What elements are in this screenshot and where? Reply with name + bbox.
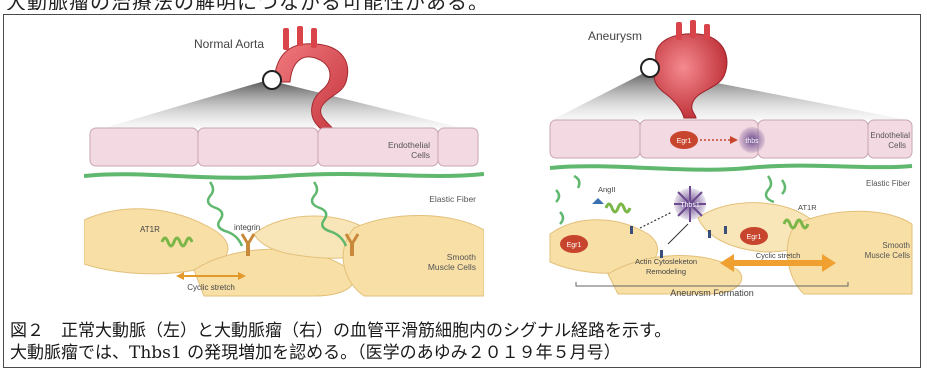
- aneurysm-formation-label: Aneurysm Formation: [670, 288, 754, 296]
- actin-label-1: Actin Cytosleketon: [635, 257, 697, 266]
- thbs1-label: Thbs1: [680, 202, 700, 209]
- aorta-branch: [690, 20, 696, 38]
- magnifier-funnel: [104, 80, 462, 128]
- figure-caption: 図２ 正常大動脈（左）と大動脈瘤（右）の血管平滑筋細胞内のシグナル経路を示す。 …: [10, 320, 910, 364]
- angii-receptor-icon: [592, 198, 630, 212]
- thbs-label-small: thbs: [745, 138, 759, 145]
- endothelial-label-2: Cells: [411, 150, 430, 160]
- egr1-label-right: Egr1: [747, 234, 762, 241]
- aorta-branch: [676, 22, 682, 40]
- endothelial-label-2: Cells: [888, 141, 906, 150]
- magnifier-lens: [641, 59, 659, 77]
- smooth-label-1: Smooth: [882, 241, 910, 250]
- endothelial-label-1: Endothelial: [388, 140, 430, 150]
- aorta-branch: [297, 26, 303, 46]
- cyclic-stretch-label: Cyclic stretch: [187, 283, 235, 292]
- smooth-label-1: Smooth: [447, 252, 477, 262]
- smooth-label-2: Muscle Cells: [428, 262, 476, 272]
- smooth-muscle-cells: [84, 209, 484, 296]
- magnifier-funnel: [552, 70, 908, 120]
- elastic-fiber: [84, 174, 484, 178]
- at1r-label: AT1R: [140, 225, 160, 234]
- smooth-label-2: Muscle Cells: [865, 251, 910, 260]
- egr1-label-top: Egr1: [677, 138, 692, 145]
- elastic-fiber-label: Elastic Fiber: [429, 194, 476, 204]
- elastic-fiber-label: Elastic Fiber: [866, 179, 910, 188]
- angii-label: AngII: [598, 185, 616, 194]
- endothelial-label-1: Endothelial: [870, 131, 910, 140]
- smooth-muscle-cells: [550, 203, 912, 294]
- caption-line-1: 図２ 正常大動脈（左）と大動脈瘤（右）の血管平滑筋細胞内のシグナル経路を示す。: [10, 320, 910, 342]
- header-fragment: 大動脈瘤の治療法の解明につながる可能性がある。: [0, 0, 927, 10]
- egr1-label-left: Egr1: [567, 242, 582, 249]
- normal-aorta-title: Normal Aorta: [194, 37, 264, 51]
- normal-aorta-panel: Normal Aorta Endothelial Cells Elastic F…: [84, 20, 484, 298]
- caption-line-2: 大動脈瘤では、Thbs1 の発現増加を認める。（医学のあゆみ２０１９年５月号）: [10, 342, 910, 364]
- aneurysm-panel: Aneurysm Endothelial Cells Egr1 thbs Ela…: [548, 18, 913, 296]
- aorta-branch: [704, 24, 710, 40]
- aorta-branch: [311, 28, 317, 48]
- signal-arrow: [640, 212, 672, 228]
- magnifier-lens: [263, 71, 281, 89]
- integrin-label: integrin: [234, 223, 260, 232]
- signal-arrow: [668, 224, 688, 244]
- actin-label-2: Remodeling: [646, 267, 686, 276]
- cyclic-stretch-label: Cyclic stretch: [756, 251, 801, 260]
- at1r-label: AT1R: [798, 203, 817, 212]
- aorta-branch: [283, 28, 289, 50]
- elastic-fiber: [550, 166, 912, 170]
- aneurysm-title: Aneurysm: [588, 29, 642, 43]
